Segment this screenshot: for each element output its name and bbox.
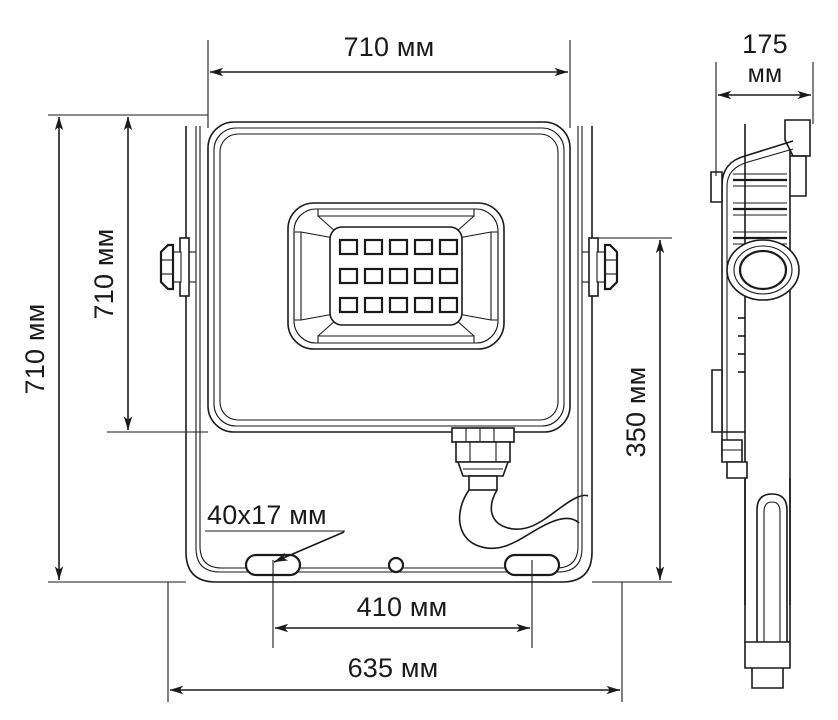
dimension-top-width: 710 мм — [207, 32, 571, 128]
dimension-bracket-width: 635 мм — [167, 582, 623, 702]
dim-label-left-inner: 710 мм — [89, 229, 119, 320]
center-hole — [387, 556, 405, 574]
dim-label-bracket-width: 635 мм — [348, 653, 439, 683]
heatsink-fins — [733, 173, 787, 245]
pivot-bolt-right — [582, 237, 619, 297]
body-notches — [738, 317, 745, 373]
dimension-slot-size: 40x17 мм — [205, 500, 345, 563]
dimension-side-width: 175 мм — [715, 29, 814, 176]
dimension-right-height: 350 мм — [592, 237, 672, 583]
dim-label-right-height: 350 мм — [621, 367, 651, 458]
dim-label-hole-spacing: 410 мм — [357, 592, 448, 622]
power-cable — [458, 489, 589, 550]
lens-barrel — [726, 239, 800, 301]
dim-label-top-width: 710 мм — [344, 32, 435, 62]
dim-label-slot-size: 40x17 мм — [207, 500, 327, 530]
dim-label-left-overall: 710 мм — [20, 304, 50, 395]
dimension-left-inner: 710 мм — [89, 114, 208, 433]
led-array — [338, 238, 459, 314]
reflector-housing — [287, 202, 505, 350]
dimension-hole-spacing: 410 мм — [272, 560, 533, 648]
dim-label-side-width: 175 — [742, 29, 788, 59]
side-view — [710, 119, 811, 689]
dimension-left-overall: 710 мм — [20, 114, 208, 583]
cable-gland — [451, 427, 515, 491]
dim-label-side-width-unit: мм — [748, 60, 783, 88]
bracket-foot — [744, 478, 791, 689]
front-view — [159, 121, 619, 583]
pivot-bolt-left — [159, 237, 196, 297]
